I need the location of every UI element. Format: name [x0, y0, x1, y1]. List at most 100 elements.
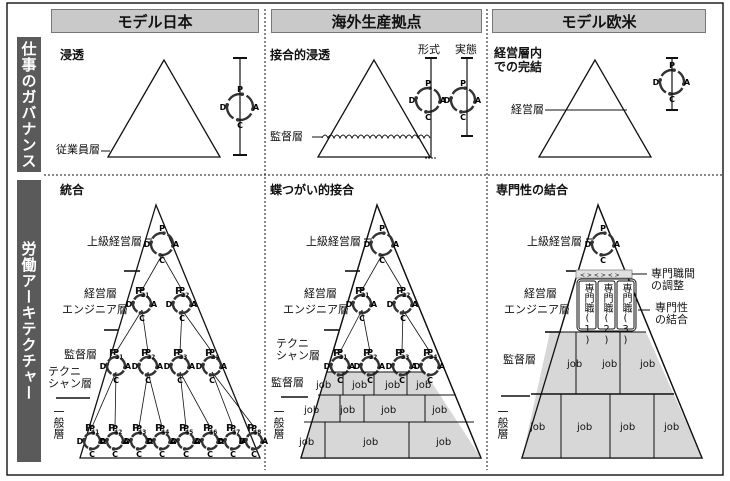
pdca-letter: C	[427, 376, 433, 385]
japan-hierarchy-line-1	[161, 254, 183, 291]
japan-node-sub-3: 32	[147, 354, 155, 361]
row-label-architecture: 労働アーキテクチャー	[17, 180, 41, 462]
overseas-node-sub-0: 21	[361, 292, 369, 299]
pdca-arrowhead	[358, 311, 363, 315]
japan-hierarchy-line-8	[138, 371, 149, 428]
overseas-node-p-1: P	[396, 286, 403, 297]
overseas-node-p-5: P	[423, 348, 430, 359]
pdca-letter: A	[475, 96, 482, 105]
pdca-letter: C	[89, 450, 95, 459]
pdca-arrowhead	[91, 431, 96, 435]
japan-node-sub-12: 47	[232, 429, 240, 436]
pdca-letter: D	[132, 362, 139, 371]
pdca-letter: C	[112, 450, 118, 459]
pdca-letter: A	[173, 240, 180, 249]
pdca-letter: P	[113, 348, 119, 357]
japan-node-sub-1: 22	[181, 292, 189, 299]
pdca-arrowhead	[672, 68, 676, 72]
pdca-arrowhead	[377, 365, 381, 370]
pdca-arrowhead	[138, 311, 143, 315]
header-western: モデル欧米	[492, 9, 706, 33]
overseas-node-sub-5: 34	[429, 354, 437, 361]
overseas-hierarchy-line-4	[401, 309, 404, 353]
pdca-letter: A	[393, 240, 400, 249]
overseas-job-band	[301, 372, 481, 458]
pdca-letter: P	[337, 348, 343, 357]
pdca-letter: D	[386, 362, 393, 371]
overseas-substance-label: 実態	[455, 43, 477, 56]
pdca-arrowhead	[251, 107, 255, 112]
japan-hierarchy-line-2	[115, 309, 143, 353]
western-coord-label: 専門職間 の調整	[651, 267, 695, 293]
pdca-letter: P	[399, 348, 405, 357]
pdca-arc	[414, 97, 423, 112]
pdca-letter: C	[399, 376, 405, 385]
japan-node-p-2: P	[109, 348, 116, 359]
pdca-arrowhead	[401, 355, 406, 359]
overseas-form-label: 形式	[418, 43, 440, 56]
japan-node-sub-13: 48	[253, 429, 261, 436]
pdca-letter: C	[179, 314, 185, 323]
pdca-letter: P	[367, 348, 373, 357]
pdca-letter: C	[209, 376, 215, 385]
overseas-tech-label: テクニ シャン層	[276, 337, 320, 363]
pdca-arrowhead	[176, 437, 180, 442]
western-engineer-label: エンジニア層	[504, 303, 570, 316]
pdca-letter: P	[379, 224, 385, 233]
pdca-arrowhead	[216, 440, 220, 445]
pdca-letter: C	[367, 376, 373, 385]
pdca-arrowhead	[189, 303, 193, 308]
pdca-arrowhead	[176, 373, 181, 377]
overseas-node-sub-4: 33	[401, 354, 409, 361]
pdca-letter: A	[241, 437, 248, 446]
pdca-letter: P	[179, 286, 185, 295]
pdca-arrowhead	[402, 293, 407, 297]
japan-base-label: 従業員層	[56, 143, 100, 156]
western-job-label-2: job	[639, 359, 655, 370]
overseas-job-label-7: job	[431, 405, 447, 416]
pdca-letter: P	[600, 224, 606, 233]
pdca-letter: P	[112, 424, 118, 433]
pdca-letter: A	[439, 362, 446, 371]
pdca-letter: C	[600, 256, 606, 265]
japan-top-label: 上級経営層	[87, 235, 142, 248]
pdca-letter: P	[251, 424, 257, 433]
pdca-arrowhead	[209, 431, 214, 435]
pdca-letter: C	[337, 376, 343, 385]
overseas-job-label-10: job	[435, 437, 451, 448]
overseas-job-label-3: job	[415, 380, 431, 391]
pdca-arrowhead	[149, 303, 153, 308]
pdca-arc	[449, 97, 458, 112]
japan-node-p-0: P	[135, 286, 142, 297]
pdca-arc	[658, 79, 667, 94]
pdca-letter: P	[139, 286, 145, 295]
pdca-letter: A	[440, 96, 447, 105]
pdca-arrowhead	[168, 440, 172, 445]
pdca-arc	[225, 104, 235, 120]
pdca-letter: A	[170, 437, 177, 446]
overseas-gov-title: 接合的浸透	[270, 48, 331, 62]
pdca-arrowhead	[437, 365, 441, 370]
pdca-arrowhead	[612, 244, 616, 248]
pdca-arrowhead	[105, 362, 109, 367]
pdca-arrowhead	[339, 355, 344, 359]
japan-hierarchy-line-10	[179, 371, 187, 428]
western-mgmt-label: 経営層	[511, 103, 544, 116]
pdca-letter: C	[251, 450, 257, 459]
overseas-job-label-1: job	[351, 380, 367, 391]
japan-node-p-7: P	[108, 423, 115, 434]
pdca-arrowhead	[369, 240, 373, 244]
pdca-letter: D	[147, 437, 154, 446]
pdca-letter: C	[379, 256, 385, 265]
western-job-label-6: job	[663, 422, 679, 433]
overseas-node-p-0: P	[355, 286, 362, 297]
western-combine-label: 専門性 の結合	[655, 301, 688, 327]
pdca-arrowhead	[123, 365, 127, 370]
pdca-letter: P	[89, 424, 95, 433]
